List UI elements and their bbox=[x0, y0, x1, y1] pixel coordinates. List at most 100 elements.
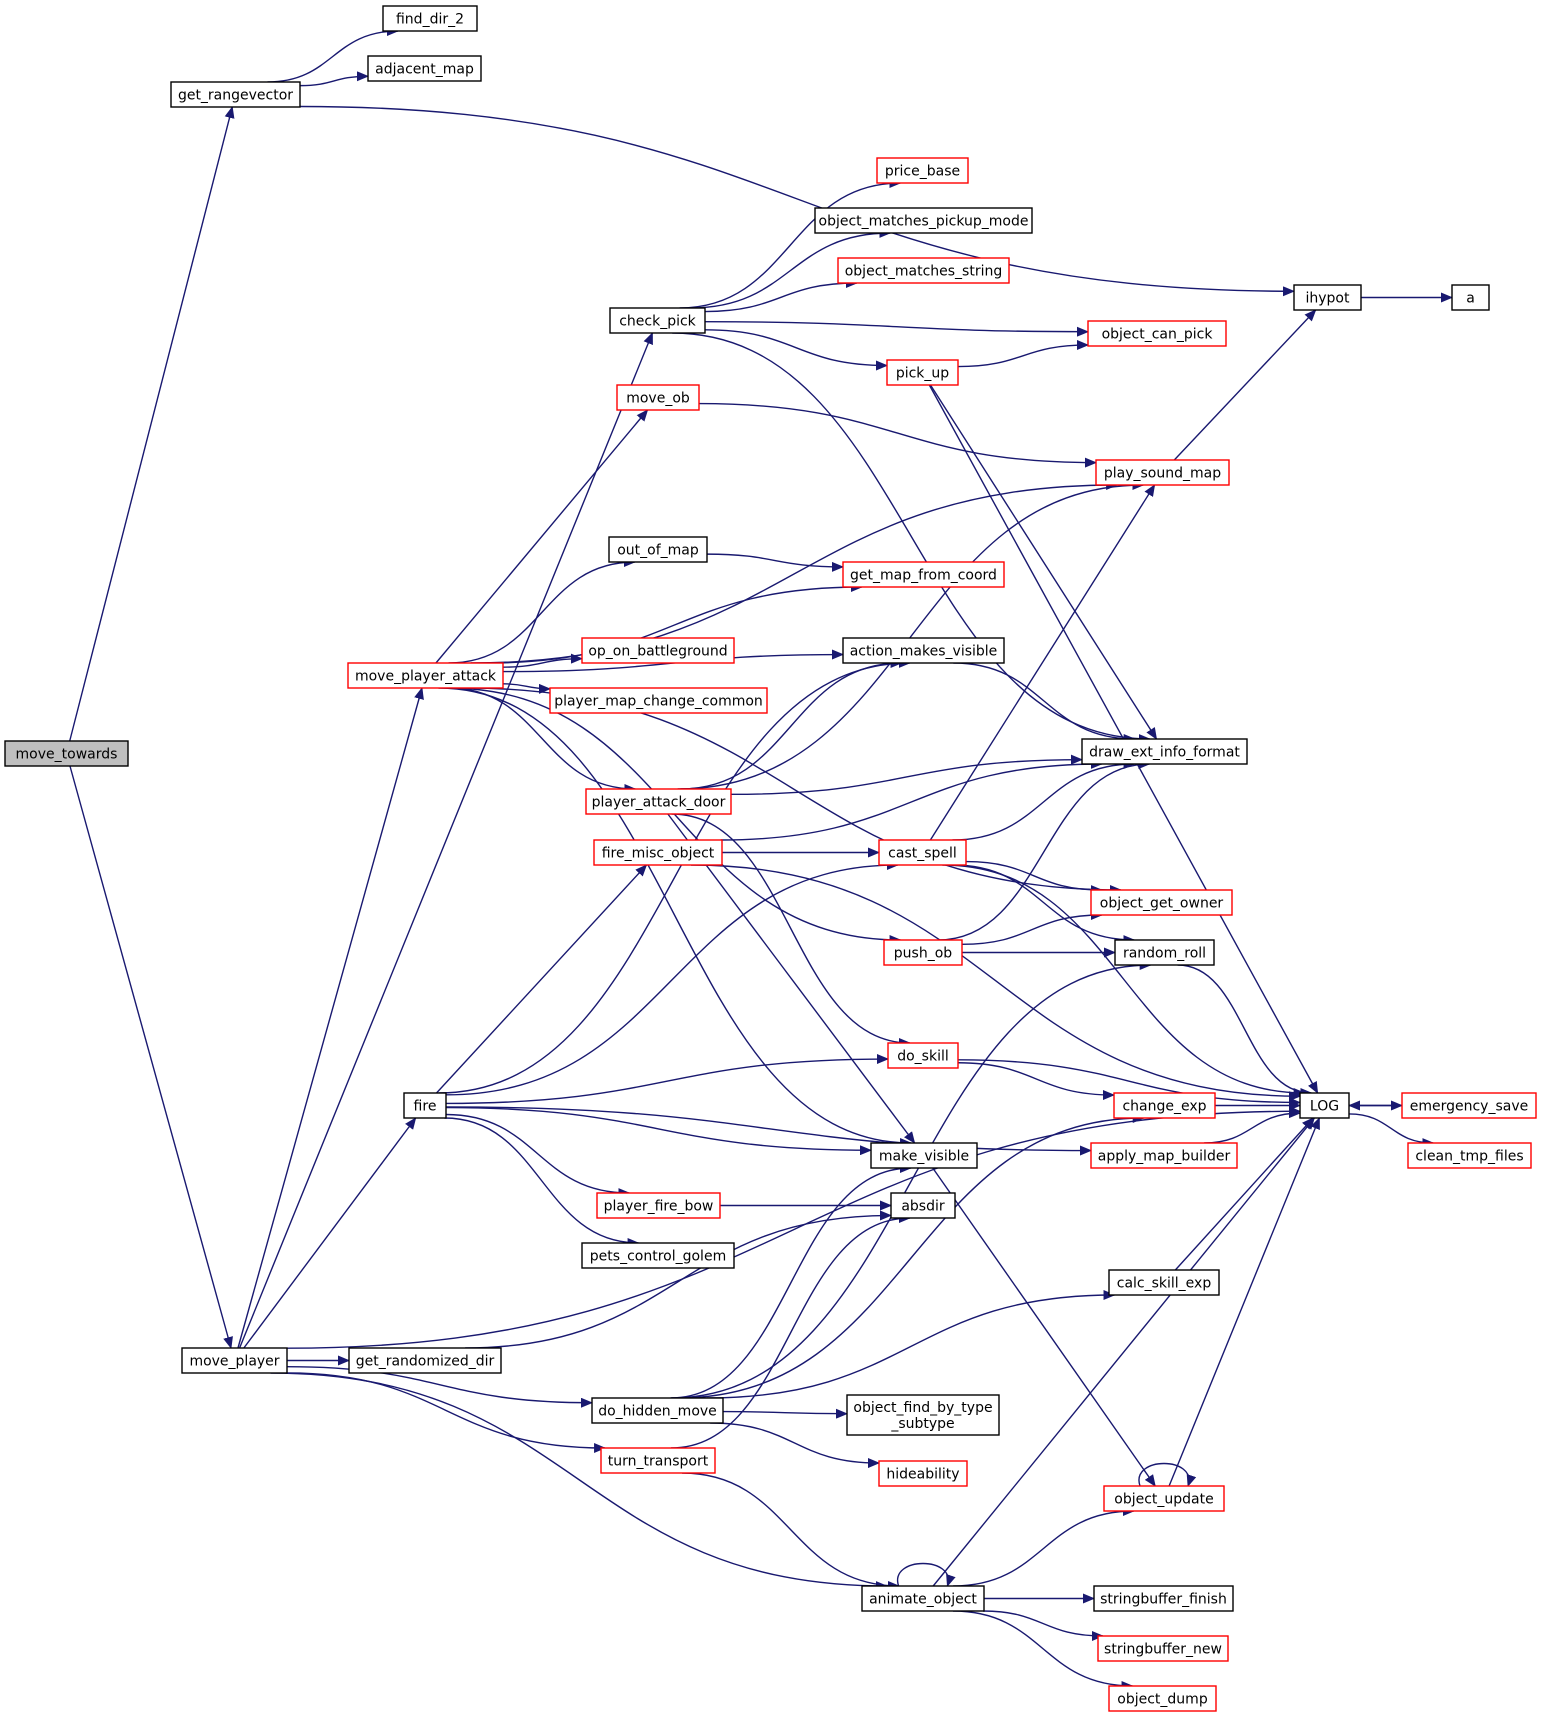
node-label-absdir: absdir bbox=[901, 1199, 945, 1215]
node-box-fire_misc_object bbox=[593, 839, 723, 866]
node-out_of_map[interactable]: out_of_map bbox=[608, 536, 708, 563]
node-box-random_roll bbox=[1114, 939, 1215, 966]
node-calc_skill_exp[interactable]: calc_skill_exp bbox=[1108, 1269, 1220, 1296]
node-label-random_roll: random_roll bbox=[1123, 946, 1206, 962]
node-label-do_hidden_move: do_hidden_move bbox=[598, 1404, 717, 1420]
node-box-out_of_map bbox=[608, 536, 708, 563]
edge-animate_object-to-object_dump bbox=[952, 1610, 1134, 1691]
edge-get_rangevector-to-find_dir_2 bbox=[267, 26, 400, 83]
edge-pick_up-to-draw_ext_info_format bbox=[929, 384, 1158, 740]
node-label-stringbuffer_new: stringbuffer_new bbox=[1104, 1642, 1222, 1658]
node-stringbuffer_new[interactable]: stringbuffer_new bbox=[1097, 1635, 1229, 1662]
node-box-apply_map_builder bbox=[1090, 1142, 1238, 1169]
node-label-out_of_map: out_of_map bbox=[617, 543, 699, 559]
edge-push_ob-to-object_get_owner bbox=[961, 910, 1103, 946]
node-box-move_towards bbox=[4, 740, 129, 767]
node-check_pick[interactable]: check_pick bbox=[609, 307, 706, 334]
node-label-fire_misc_object: fire_misc_object bbox=[602, 846, 715, 862]
node-box-emergency_save bbox=[1401, 1092, 1537, 1119]
node-move_player_attack[interactable]: move_player_attack bbox=[347, 662, 504, 689]
node-hideability[interactable]: hideability bbox=[878, 1460, 968, 1487]
node-find_dir_2[interactable]: find_dir_2 bbox=[382, 5, 478, 32]
node-box-object_matches_string bbox=[837, 257, 1010, 284]
node-object_matches_pickup_mode[interactable]: object_matches_pickup_mode bbox=[814, 207, 1033, 234]
node-box-ihypot bbox=[1293, 284, 1362, 311]
node-move_player[interactable]: move_player bbox=[181, 1347, 288, 1374]
node-draw_ext_info_format[interactable]: draw_ext_info_format bbox=[1081, 738, 1248, 765]
edge-move_player-to-move_player_attack bbox=[237, 687, 424, 1349]
node-box-move_ob bbox=[616, 384, 700, 411]
node-object_dump[interactable]: object_dump bbox=[1108, 1685, 1217, 1712]
node-label-action_makes_visible: action_makes_visible bbox=[850, 644, 998, 660]
edge-move_player_attack-to-op_on_battleground bbox=[502, 653, 583, 668]
node-play_sound_map[interactable]: play_sound_map bbox=[1095, 459, 1230, 486]
node-random_roll[interactable]: random_roll bbox=[1114, 939, 1215, 966]
node-player_fire_bow[interactable]: player_fire_bow bbox=[596, 1192, 721, 1219]
node-label-player_map_change_common: player_map_change_common bbox=[554, 694, 763, 710]
edge-check_pick-to-price_base bbox=[679, 178, 902, 309]
edge-do_hidden_move-to-make_visible bbox=[670, 1163, 912, 1399]
node-cast_spell[interactable]: cast_spell bbox=[878, 839, 967, 866]
node-box-get_map_from_coord bbox=[842, 561, 1005, 588]
edge-move_ob-to-play_sound_map bbox=[698, 402, 1097, 468]
node-player_map_change_common[interactable]: player_map_change_common bbox=[549, 687, 768, 714]
edge-do_hidden_move-to-change_exp bbox=[678, 1113, 1145, 1399]
node-object_find_by_type_subtype[interactable]: object_find_by_type_subtype bbox=[846, 1394, 1000, 1436]
node-get_map_from_coord[interactable]: get_map_from_coord bbox=[842, 561, 1005, 588]
node-change_exp[interactable]: change_exp bbox=[1113, 1092, 1216, 1119]
node-op_on_battleground[interactable]: op_on_battleground bbox=[581, 637, 735, 664]
node-move_ob[interactable]: move_ob bbox=[616, 384, 700, 411]
node-pets_control_golem[interactable]: pets_control_golem bbox=[581, 1242, 735, 1269]
node-absdir[interactable]: absdir bbox=[890, 1192, 956, 1219]
node-fire[interactable]: fire bbox=[403, 1092, 447, 1119]
node-pick_up[interactable]: pick_up bbox=[886, 359, 959, 386]
node-box-LOG bbox=[1299, 1092, 1350, 1119]
node-price_base[interactable]: price_base bbox=[876, 157, 969, 184]
edge-check_pick-to-object_matches_pickup_mode bbox=[690, 228, 892, 309]
node-label-check_pick: check_pick bbox=[619, 314, 696, 330]
node-animate_object[interactable]: animate_object bbox=[861, 1585, 985, 1612]
node-box-get_rangevector bbox=[170, 81, 301, 108]
node-label-adjacent_map: adjacent_map bbox=[375, 62, 474, 78]
edge-fire-to-do_skill bbox=[445, 1054, 889, 1105]
node-LOG[interactable]: LOG bbox=[1299, 1092, 1350, 1119]
node-action_makes_visible[interactable]: action_makes_visible bbox=[842, 637, 1005, 664]
node-box-move_player bbox=[181, 1347, 288, 1374]
node-label-make_visible: make_visible bbox=[879, 1149, 969, 1165]
node-clean_tmp_files[interactable]: clean_tmp_files bbox=[1407, 1142, 1532, 1169]
edge-move_player-to-check_pick bbox=[238, 332, 654, 1349]
node-box-pick_up bbox=[886, 359, 959, 386]
node-get_randomized_dir[interactable]: get_randomized_dir bbox=[348, 1347, 502, 1374]
node-stringbuffer_finish[interactable]: stringbuffer_finish bbox=[1093, 1585, 1234, 1612]
node-make_visible[interactable]: make_visible bbox=[870, 1142, 978, 1169]
node-box-do_skill bbox=[887, 1042, 959, 1069]
node-object_update[interactable]: object_update bbox=[1103, 1485, 1225, 1512]
node-push_ob[interactable]: push_ob bbox=[883, 939, 963, 966]
node-object_get_owner[interactable]: object_get_owner bbox=[1090, 889, 1233, 916]
node-object_matches_string[interactable]: object_matches_string bbox=[837, 257, 1010, 284]
edge-random_roll-to-LOG bbox=[1177, 964, 1313, 1098]
node-do_skill[interactable]: do_skill bbox=[887, 1042, 959, 1069]
edge-object_update-to-object_update bbox=[1138, 1462, 1197, 1487]
node-player_attack_door[interactable]: player_attack_door bbox=[585, 788, 732, 815]
node-do_hidden_move[interactable]: do_hidden_move bbox=[591, 1397, 724, 1424]
node-a[interactable]: a bbox=[1451, 284, 1490, 311]
edge-cast_spell-to-play_sound_map bbox=[929, 484, 1156, 841]
node-turn_transport[interactable]: turn_transport bbox=[600, 1447, 716, 1474]
edge-move_player-to-fire bbox=[243, 1117, 417, 1349]
node-ihypot[interactable]: ihypot bbox=[1293, 284, 1362, 311]
node-box-draw_ext_info_format bbox=[1081, 738, 1248, 765]
node-get_rangevector[interactable]: get_rangevector bbox=[170, 81, 301, 108]
node-apply_map_builder[interactable]: apply_map_builder bbox=[1090, 1142, 1238, 1169]
node-box-calc_skill_exp bbox=[1108, 1269, 1220, 1296]
node-label-object_dump: object_dump bbox=[1117, 1692, 1208, 1708]
node-label-apply_map_builder: apply_map_builder bbox=[1098, 1149, 1231, 1165]
node-object_can_pick[interactable]: object_can_pick bbox=[1087, 320, 1227, 347]
node-label-player_fire_bow: player_fire_bow bbox=[604, 1199, 714, 1215]
node-emergency_save[interactable]: emergency_save bbox=[1401, 1092, 1537, 1119]
node-label-animate_object: animate_object bbox=[869, 1592, 977, 1608]
node-label-move_player: move_player bbox=[189, 1354, 279, 1370]
node-move_towards[interactable]: move_towards bbox=[4, 740, 129, 767]
node-fire_misc_object[interactable]: fire_misc_object bbox=[593, 839, 723, 866]
node-adjacent_map[interactable]: adjacent_map bbox=[367, 55, 482, 82]
